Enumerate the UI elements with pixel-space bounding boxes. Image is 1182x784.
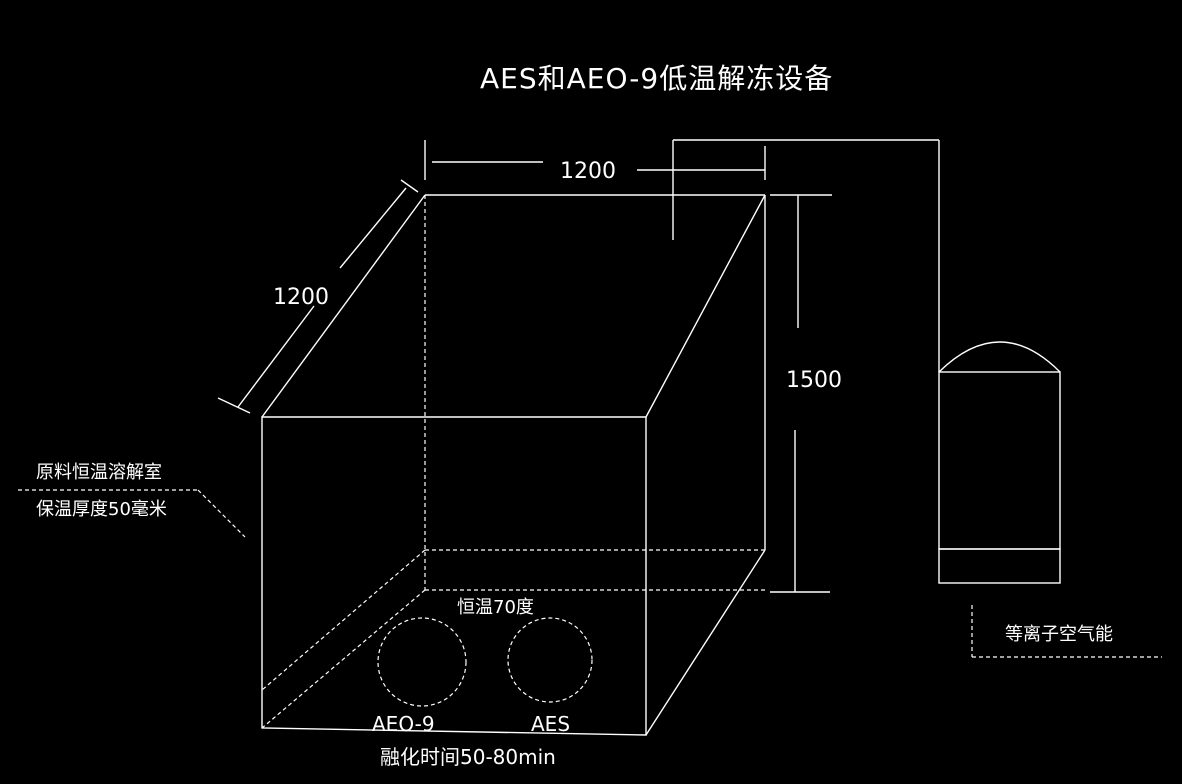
dim-width-label: 1200: [560, 159, 616, 184]
heat-pump-label: 等离子空气能: [1005, 624, 1113, 645]
drum-aeo9-circle: [377, 617, 467, 707]
heat-pump-label-group: 等离子空气能: [971, 605, 1162, 658]
dim-depth-tick-bottom: [217, 397, 251, 414]
chamber-top-left-edge: [261, 194, 426, 418]
dim-height-label: 1500: [786, 368, 842, 393]
chamber-front-face: [261, 416, 647, 736]
chamber-hidden-floor-left: [261, 549, 426, 691]
drum-aes-label: AES: [531, 712, 570, 736]
heat-pump-dome: [938, 341, 1061, 373]
heat-pump-base: [938, 548, 1061, 584]
dimension-width: 1200: [424, 140, 766, 184]
chamber-label: 原料恒温溶解室: [36, 462, 162, 483]
diagram-title: AES和AEO-9低温解冻设备: [480, 62, 833, 95]
connecting-pipe: [672, 139, 940, 372]
chamber-bottom-right-edge: [645, 549, 766, 736]
chamber-top-right-edge: [645, 194, 766, 418]
drum-aeo9-label: AEO-9: [372, 712, 435, 736]
insulation-label: 保温厚度50毫米: [36, 499, 167, 520]
heat-pump-body: [938, 371, 1061, 550]
chamber-leader-diagonal: [197, 489, 246, 538]
dim-depth-line-bottom: [237, 305, 315, 408]
drum-aes: AES: [507, 617, 593, 736]
melt-time-label: 融化时间50-80min: [380, 745, 556, 769]
chamber-box: [261, 194, 766, 736]
dim-depth-tick-top: [400, 179, 419, 193]
heat-pump-unit: [938, 341, 1061, 584]
chamber-hidden-floor-left-2: [261, 589, 426, 729]
chamber-label-group: 原料恒温溶解室 保温厚度50毫米: [18, 462, 246, 538]
dimension-depth: 1200: [217, 179, 419, 414]
dim-depth-label: 1200: [273, 285, 329, 310]
drum-aeo9: AEO-9: [372, 617, 467, 736]
temperature-label: 恒温70度: [457, 597, 534, 618]
dim-depth-line-top: [339, 187, 407, 269]
drum-aes-circle: [507, 617, 593, 703]
dimension-height: 1500: [770, 194, 842, 593]
